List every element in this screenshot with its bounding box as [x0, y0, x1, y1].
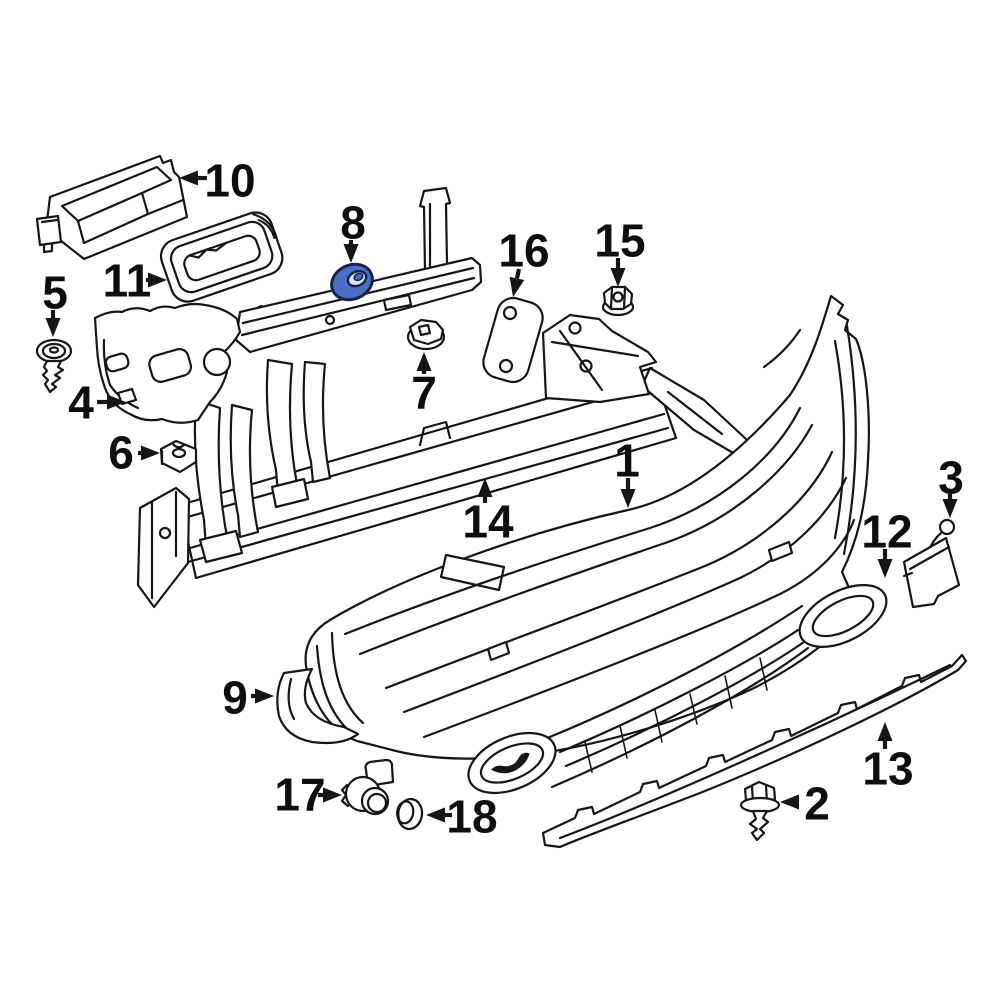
callout-5-number[interactable]: 5 — [42, 267, 68, 319]
callout-15[interactable]: 15 — [594, 215, 646, 287]
part-6-bracket-clip — [159, 439, 198, 474]
part-1-bumper-cover — [304, 294, 870, 760]
callout-16-arrow-line — [514, 268, 522, 279]
callout-7-number[interactable]: 7 — [411, 367, 437, 419]
callout-10-arrowhead — [179, 170, 198, 186]
callout-12[interactable]: 12 — [861, 506, 913, 578]
callout-17-number[interactable]: 17 — [274, 769, 325, 821]
part-13-lower-trim — [541, 653, 968, 849]
callout-16[interactable]: 16 — [498, 225, 550, 297]
callout-1[interactable]: 1 — [614, 435, 640, 508]
part-14-impact-bar — [136, 313, 762, 609]
callout-8[interactable]: 8 — [340, 197, 366, 263]
callout-16-arrowhead — [509, 276, 525, 297]
callout-9[interactable]: 9 — [222, 672, 274, 724]
part-5-push-rivet — [35, 338, 73, 394]
part-17-park-sensor — [340, 758, 395, 816]
callout-2[interactable]: 2 — [780, 778, 830, 830]
callout-11-arrowhead — [148, 272, 167, 288]
callout-4-arrowhead — [107, 394, 126, 410]
callout-16-number[interactable]: 16 — [498, 225, 549, 277]
part-7-flange-nut — [406, 318, 446, 351]
callout-9-number[interactable]: 9 — [222, 672, 248, 724]
bumper-carrier-rail — [234, 186, 483, 354]
callout-5-arrowhead — [45, 318, 61, 337]
part-11-vent-grille — [159, 211, 284, 303]
callout-13-number[interactable]: 13 — [862, 743, 913, 795]
callout-12-arrowhead — [877, 559, 893, 578]
callout-3[interactable]: 3 — [938, 452, 964, 518]
part-18-grommet-plug — [396, 797, 424, 831]
callout-12-number[interactable]: 12 — [861, 506, 912, 558]
callout-11-number[interactable]: 11 — [103, 255, 152, 307]
callout-1-number[interactable]: 1 — [614, 435, 640, 487]
part-12-diffuser-trim — [467, 584, 888, 795]
callout-6[interactable]: 6 — [108, 427, 160, 479]
callout-6-arrowhead — [141, 445, 160, 461]
callout-18-number[interactable]: 18 — [446, 791, 497, 843]
callout-11[interactable]: 11 — [103, 255, 167, 307]
callout-15-number[interactable]: 15 — [594, 215, 645, 267]
part-4-side-bracket — [93, 302, 242, 424]
part-8-grommet-highlighted[interactable] — [326, 258, 378, 306]
callout-4[interactable]: 4 — [68, 377, 126, 429]
part-2-screw — [739, 780, 781, 842]
callout-5[interactable]: 5 — [42, 267, 68, 337]
callout-17[interactable]: 17 — [274, 769, 342, 821]
part-16-cover-plate — [482, 296, 544, 384]
callout-10[interactable]: 10 — [179, 155, 256, 207]
callout-7[interactable]: 7 — [411, 352, 437, 419]
callout-18-arrowhead — [426, 807, 445, 823]
callout-14-number[interactable]: 14 — [462, 496, 514, 548]
callout-6-number[interactable]: 6 — [108, 427, 134, 479]
callout-3-arrowhead — [942, 499, 958, 518]
callout-8-number[interactable]: 8 — [340, 197, 366, 249]
callout-9-arrowhead — [255, 688, 274, 704]
callout-10-number[interactable]: 10 — [204, 155, 255, 207]
callout-17-arrowhead — [323, 787, 342, 803]
part-3-tow-hook-cover — [902, 518, 961, 609]
callout-4-number[interactable]: 4 — [68, 377, 94, 429]
callout-13[interactable]: 13 — [862, 722, 914, 795]
callout-14-arrowhead — [477, 478, 493, 497]
part-15-hex-nut — [601, 285, 635, 317]
callout-2-arrowhead — [780, 794, 799, 810]
callout-13-arrowhead — [877, 722, 893, 741]
callout-1-arrowhead — [620, 489, 636, 508]
callout-8-arrowhead — [343, 244, 359, 263]
support-struts — [193, 358, 332, 564]
callout-7-arrowhead — [416, 352, 432, 371]
part-10-duct-box — [35, 154, 189, 261]
callout-3-number[interactable]: 3 — [938, 452, 964, 504]
part-9-corner-trim — [276, 667, 360, 745]
callout-14[interactable]: 14 — [462, 478, 514, 548]
callout-15-arrowhead — [610, 268, 626, 287]
callout-2-number[interactable]: 2 — [804, 778, 830, 830]
callout-18[interactable]: 18 — [426, 791, 498, 843]
